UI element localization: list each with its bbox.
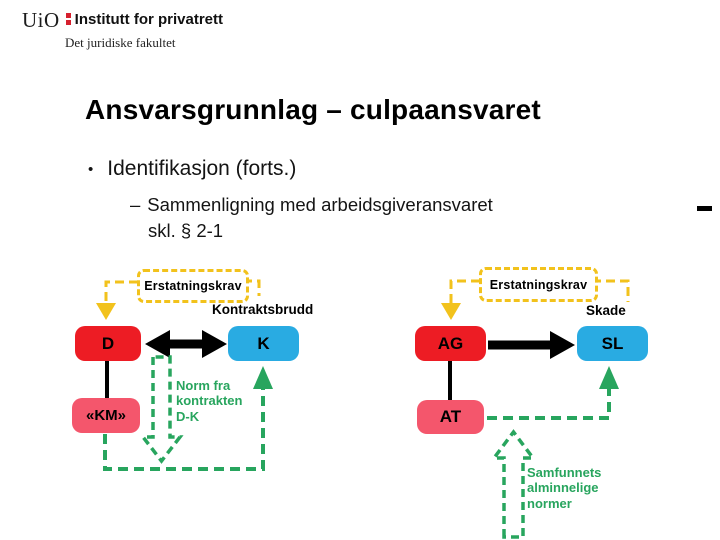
institute-name: Institutt for privatrett	[74, 11, 224, 28]
yellow-down-arrowhead-left-icon	[96, 303, 116, 320]
node-k: K	[228, 326, 299, 361]
node-d: D	[75, 326, 141, 361]
skade-label: Skade	[586, 303, 626, 318]
yellow-down-arrowhead-right-icon	[441, 303, 461, 320]
node-ag: AG	[415, 326, 486, 361]
at-to-sl-path	[487, 388, 611, 420]
node-at: AT	[417, 400, 484, 434]
bullet-item: • Identifikasjon (forts.)	[88, 157, 296, 181]
uio-logo: UiO Institutt for privatrett Det juridis…	[22, 8, 224, 50]
ag-sl-arrowhead-icon	[550, 331, 575, 359]
yellow-connector-right	[449, 279, 480, 304]
uio-logo-text: UiO	[22, 8, 60, 32]
sub-bullet-item: – Sammenligning med arbeidsgiveransvaret	[130, 194, 493, 216]
node-km: «KM»	[72, 398, 140, 433]
samfunnets-normer-label: Samfunnets alminnelige normer	[527, 465, 602, 511]
kontraktsbrudd-label: Kontraktsbrudd	[212, 302, 314, 317]
norm-kontrakten-label: Norm fra kontrakten D-K	[176, 378, 243, 424]
at-to-sl-arrowhead-icon	[599, 366, 619, 389]
right-edge-dash	[697, 206, 712, 211]
bullet-text: Identifikasjon (forts.)	[107, 157, 297, 180]
sub-bullet-text-line1: Sammenligning med arbeidsgiveransvaret	[147, 194, 493, 215]
claim-callout-left: Erstatningskrav	[137, 269, 249, 303]
yellow-connector-left	[104, 280, 138, 304]
d-k-right-arrowhead-icon	[202, 330, 227, 358]
sub-bullet-text-line2: skl. § 2-1	[148, 220, 224, 241]
faculty-name: Det juridiske fakultet	[65, 35, 176, 50]
uio-colon-icon	[65, 13, 71, 25]
bullet-marker: •	[88, 161, 94, 178]
km-to-k-arrowhead-icon	[253, 366, 273, 389]
norm-down-block-arrow	[139, 355, 184, 464]
d-k-left-arrowhead-icon	[145, 330, 170, 358]
node-sl: SL	[577, 326, 648, 361]
slide-title: Ansvarsgrunnlag – culpaansvaret	[85, 94, 541, 125]
sub-bullet-marker: –	[130, 194, 141, 215]
claim-callout-right: Erstatningskrav	[479, 267, 598, 302]
